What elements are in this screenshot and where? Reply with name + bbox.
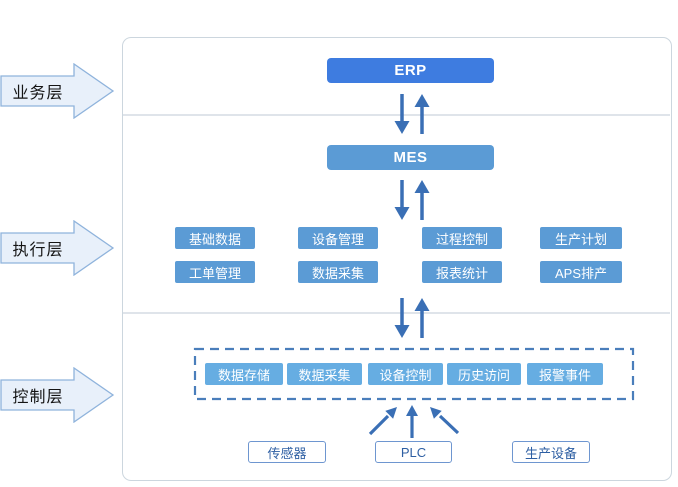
control-module-alarm-events: 报警事件 bbox=[527, 363, 603, 385]
mes-node: MES bbox=[327, 145, 494, 170]
scada-dashed-group bbox=[193, 347, 635, 401]
device-production-equipment: 生产设备 bbox=[512, 441, 590, 463]
execution-layer-label: 执行层 bbox=[12, 242, 64, 259]
control-module-data-acquisition: 数据采集 bbox=[287, 363, 362, 385]
module-equipment-management: 设备管理 bbox=[298, 227, 378, 249]
control-module-history-access: 历史访问 bbox=[447, 363, 521, 385]
module-data-acquisition: 数据采集 bbox=[298, 261, 378, 283]
module-basic-data: 基础数据 bbox=[175, 227, 255, 249]
erp-mes-exchange-arrows-icon bbox=[389, 92, 435, 136]
control-layer-label: 控制层 bbox=[12, 389, 64, 406]
mes-modules-exchange-arrows-icon bbox=[389, 178, 435, 222]
module-report-statistics: 报表统计 bbox=[422, 261, 502, 283]
control-module-device-control: 设备控制 bbox=[368, 363, 443, 385]
business-layer-label: 业务层 bbox=[12, 85, 64, 102]
device-sensor: 传感器 bbox=[248, 441, 326, 463]
device-plc: PLC bbox=[375, 441, 452, 463]
control-layer-arrow: 控制层 bbox=[0, 367, 115, 423]
execution-control-divider bbox=[123, 312, 670, 314]
module-aps-scheduling: APS排产 bbox=[540, 261, 622, 283]
control-module-data-storage: 数据存储 bbox=[205, 363, 283, 385]
module-work-order-management: 工单管理 bbox=[175, 261, 255, 283]
devices-to-scada-arrows-icon bbox=[360, 402, 470, 440]
business-layer-arrow: 业务层 bbox=[0, 63, 115, 119]
module-process-control: 过程控制 bbox=[422, 227, 502, 249]
modules-control-exchange-arrows-icon bbox=[389, 296, 435, 340]
module-production-plan: 生产计划 bbox=[540, 227, 622, 249]
erp-node: ERP bbox=[327, 58, 494, 83]
execution-layer-arrow: 执行层 bbox=[0, 220, 115, 276]
business-execution-divider bbox=[123, 114, 670, 116]
